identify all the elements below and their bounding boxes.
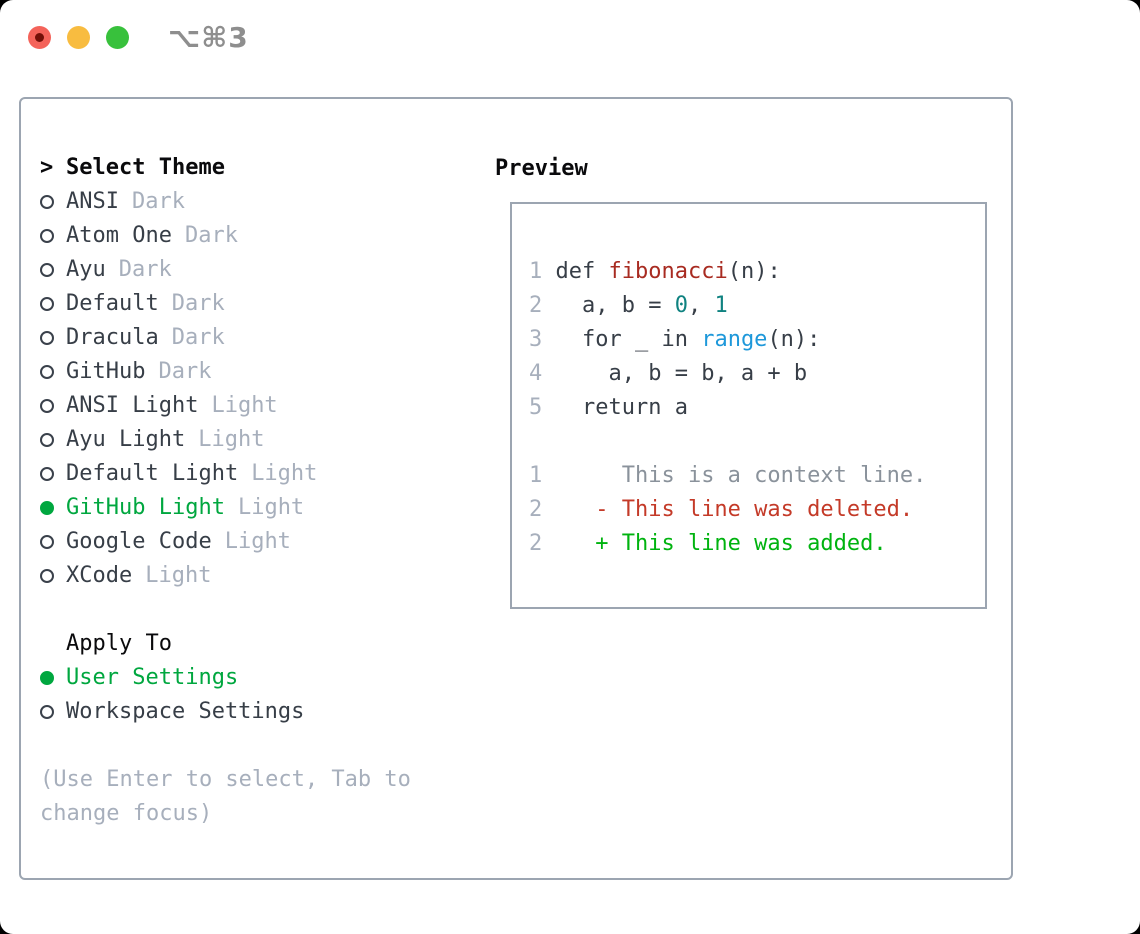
- radio-selected-icon: [40, 501, 66, 515]
- line-number: 1: [529, 259, 543, 284]
- apply-to-header: Apply To: [40, 627, 411, 661]
- diff-context-line: 1 This is a context line.: [529, 459, 926, 493]
- code-line: 3 for _ in range(n):: [529, 323, 926, 357]
- code-preview: 1 def fibonacci(n): 2 a, b = 0, 1 3 for …: [529, 255, 926, 561]
- theme-list-title: Select Theme: [66, 155, 225, 180]
- minimize-button[interactable]: [67, 26, 90, 49]
- radio-unselected-icon: [40, 535, 66, 549]
- code-line: 1 def fibonacci(n):: [529, 255, 926, 289]
- preview-title: Preview: [495, 155, 588, 181]
- number-token: 1: [714, 293, 728, 318]
- hint-line-2: change focus): [40, 801, 213, 826]
- radio-unselected-icon: [40, 195, 66, 209]
- radio-unselected-icon: [40, 399, 66, 413]
- line-number: 2: [529, 293, 543, 318]
- builtin-token: range: [701, 327, 768, 352]
- line-number: 5: [529, 395, 543, 420]
- hint-line-1: (Use Enter to select, Tab to: [40, 767, 411, 792]
- number-token: 0: [674, 293, 688, 318]
- close-button[interactable]: [28, 26, 51, 49]
- radio-unselected-icon: [40, 331, 66, 345]
- preview-box: 1 def fibonacci(n): 2 a, b = 0, 1 3 for …: [510, 202, 987, 609]
- radio-unselected-icon: [40, 705, 66, 719]
- titlebar: ⌥⌘3: [0, 0, 1140, 70]
- diff-added-line: 2 + This line was added.: [529, 527, 926, 561]
- apply-option-user-settings[interactable]: User Settings: [40, 661, 411, 695]
- line-number: 1: [529, 463, 543, 488]
- radio-unselected-icon: [40, 569, 66, 583]
- radio-unselected-icon: [40, 229, 66, 243]
- line-number: 3: [529, 327, 543, 352]
- apply-option-workspace-settings[interactable]: Workspace Settings: [40, 695, 411, 729]
- radio-unselected-icon: [40, 297, 66, 311]
- radio-unselected-icon: [40, 433, 66, 447]
- theme-list-header: > Select Theme: [40, 151, 411, 185]
- line-number: 4: [529, 361, 543, 386]
- code-line: 2 a, b = 0, 1: [529, 289, 926, 323]
- function-name-token: fibonacci: [608, 259, 728, 284]
- line-number: 2: [529, 531, 543, 556]
- code-line: 4 a, b = b, a + b: [529, 357, 926, 391]
- code-line: 5 return a: [529, 391, 926, 425]
- zoom-button[interactable]: [106, 26, 129, 49]
- line-number: 2: [529, 497, 543, 522]
- spacer: [40, 593, 411, 627]
- diff-deleted-line: 2 - This line was deleted.: [529, 493, 926, 527]
- radio-unselected-icon: [40, 467, 66, 481]
- radio-unselected-icon: [40, 365, 66, 379]
- window-title: ⌥⌘3: [168, 21, 249, 54]
- spacer: [40, 729, 411, 763]
- radio-selected-icon: [40, 671, 66, 685]
- apply-to-title: Apply To: [66, 631, 172, 656]
- prompt-icon: >: [40, 155, 54, 180]
- blank-line: [529, 425, 926, 459]
- radio-unselected-icon: [40, 263, 66, 277]
